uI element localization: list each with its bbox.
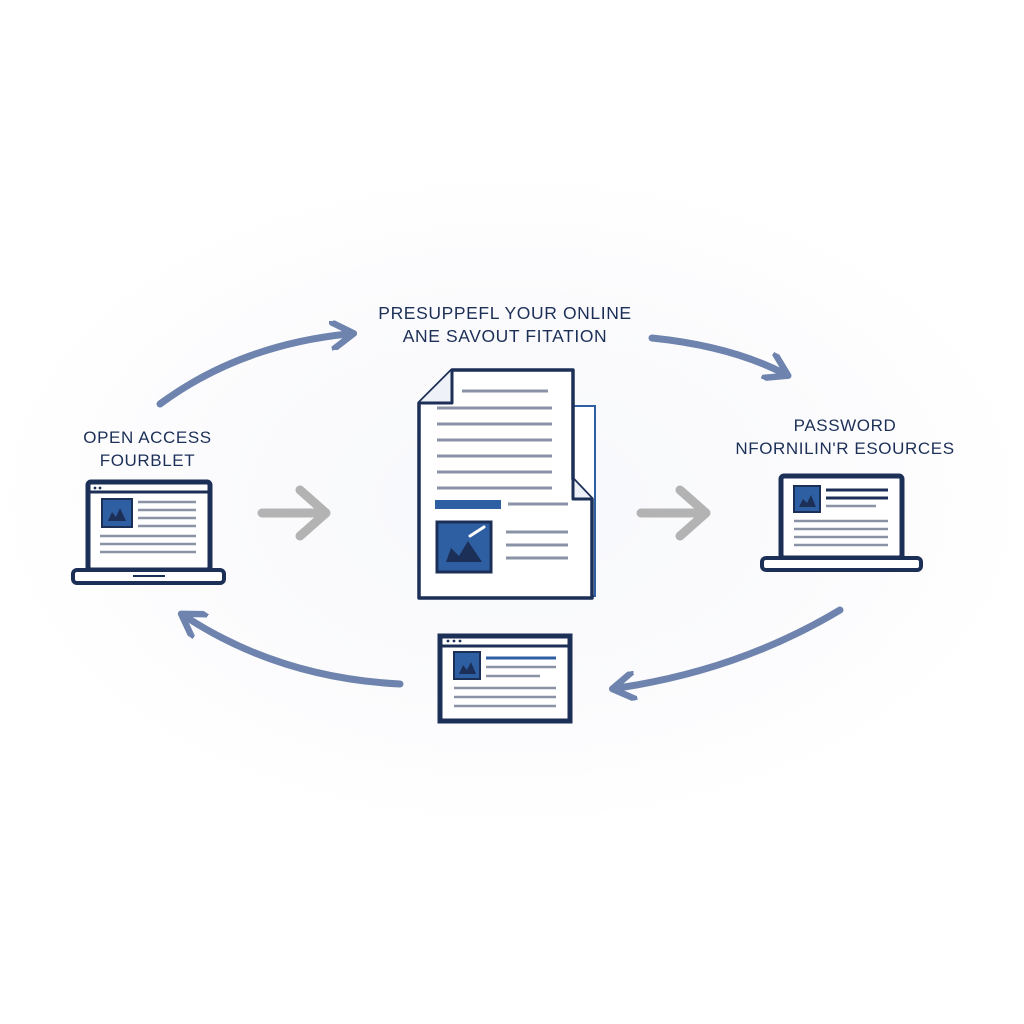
left-label-line-1: OPEN ACCESS <box>83 428 212 447</box>
right-label: PASSWORD NFORNILIN'R ESOURCES <box>720 414 970 460</box>
document-icon <box>417 368 596 600</box>
cycle-arrow-bottom-right <box>618 606 844 688</box>
laptop-icon <box>760 473 923 572</box>
top-label: PRESUPPEFL YOUR ONLINE ANE SAVOUT FITATI… <box>330 302 680 348</box>
laptop-icon <box>71 479 226 585</box>
left-label-line-2: FOURBLET <box>99 451 196 470</box>
cycle-arrow-top-left <box>156 334 348 408</box>
right-label-line-2: NFORNILIN'R ESOURCES <box>735 439 955 458</box>
flow-arrow-left <box>257 485 331 541</box>
left-label: OPEN ACCESS FOURBLET <box>40 426 255 472</box>
cycle-arrow-top-right <box>648 334 783 373</box>
right-label-line-1: PASSWORD <box>793 416 897 435</box>
top-label-line-2: ANE SAVOUT FITATION <box>402 326 608 346</box>
top-label-line-1: PRESUPPEFL YOUR ONLINE <box>378 303 632 323</box>
cycle-arrow-bottom-left <box>186 617 404 688</box>
flow-arrow-right <box>636 485 711 541</box>
browser-window-icon <box>437 633 573 724</box>
